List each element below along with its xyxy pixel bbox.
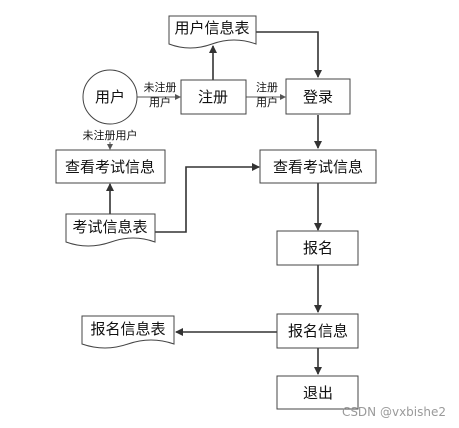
node-exam-info-table: 考试信息表 <box>65 213 156 247</box>
node-apply-info-table: 报名信息表 <box>81 315 175 349</box>
edge-label-registered-1: 注册 <box>256 80 278 94</box>
node-apply-label: 报名 <box>303 239 333 257</box>
node-apply: 报名 <box>276 230 359 266</box>
node-apply-info-table-label: 报名信息表 <box>90 320 165 338</box>
edge-label-unregistered-1: 未注册 <box>144 80 177 94</box>
node-user: 用户 <box>82 69 138 125</box>
node-view-exam-right-label: 查看考试信息 <box>273 158 363 176</box>
edge-userinfo-login <box>256 31 322 78</box>
edge-label-unregistered-2: 用户 <box>149 95 171 109</box>
node-view-exam-right: 查看考试信息 <box>259 149 377 184</box>
node-logout: 退出 <box>276 375 359 410</box>
node-user-label: 用户 <box>95 88 125 106</box>
watermark: CSDN @vxbishe2 <box>342 405 446 419</box>
edge-examinfo-viewright <box>155 163 260 233</box>
node-apply-info: 报名信息 <box>276 313 359 349</box>
node-exam-info-table-label: 考试信息表 <box>72 218 147 236</box>
node-login-label: 登录 <box>303 88 333 106</box>
node-register-label: 注册 <box>198 88 228 106</box>
node-login: 登录 <box>285 78 351 115</box>
node-apply-info-label: 报名信息 <box>288 322 348 340</box>
edge-label-registered-2: 用户 <box>256 95 278 109</box>
edge-label-unregistered-user: 未注册用户 <box>83 128 138 142</box>
node-user-info-table-label: 用户信息表 <box>174 19 249 37</box>
node-view-exam-left-label: 查看考试信息 <box>65 158 155 176</box>
node-view-exam-left: 查看考试信息 <box>55 149 166 184</box>
node-register: 注册 <box>180 79 247 115</box>
node-user-info-table: 用户信息表 <box>168 15 257 49</box>
node-logout-label: 退出 <box>303 384 333 402</box>
